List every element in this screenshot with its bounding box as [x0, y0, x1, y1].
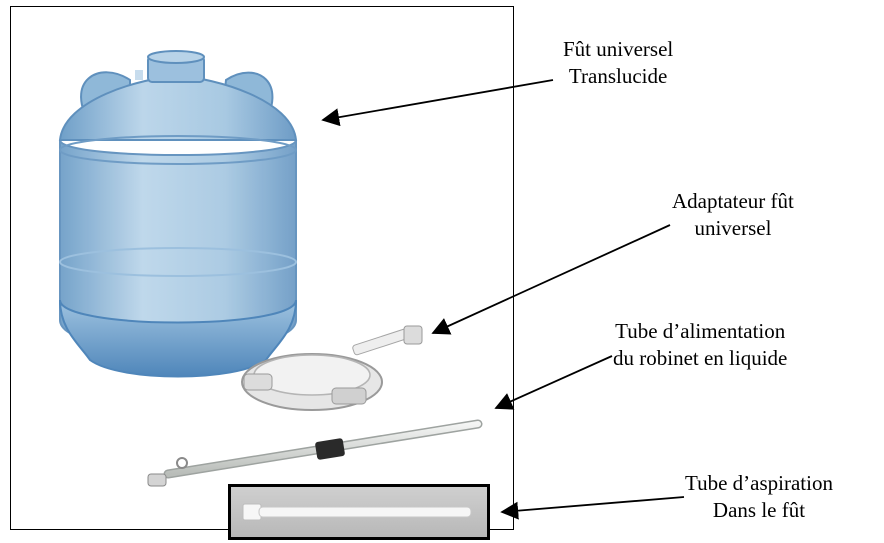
- label-fut-line1: Fût universel: [563, 37, 674, 61]
- label-adaptateur-line1: Adaptateur fût: [672, 189, 794, 213]
- aspiration-tube-inset: [228, 484, 490, 540]
- label-aspiration-line2: Dans le fût: [712, 498, 806, 522]
- arrow-adaptateur: [431, 224, 671, 335]
- feed-tube-illustration: [147, 419, 483, 487]
- label-alimentation-line1: Tube d’alimentation: [615, 319, 786, 343]
- arrow-fut: [321, 79, 554, 127]
- arrow-alimentation: [494, 355, 613, 410]
- adapter-illustration: [241, 325, 423, 411]
- bottle-illustration: [58, 50, 298, 378]
- label-alimentation: Tube d’alimentation du robinet en liquid…: [613, 318, 787, 372]
- label-aspiration-line1: Tube d’aspiration: [685, 471, 833, 495]
- label-alimentation-line2: du robinet en liquide: [613, 346, 788, 370]
- label-aspiration: Tube d’aspiration Dans le fût: [685, 470, 833, 524]
- label-adaptateur-line2: universel: [694, 216, 772, 240]
- aspiration-tube-illustration: [242, 503, 472, 521]
- label-fut-line2: Translucide: [568, 64, 668, 88]
- label-fut-universel: Fût universel Translucide: [563, 36, 673, 90]
- label-adaptateur: Adaptateur fût universel: [672, 188, 794, 242]
- arrow-aspiration: [500, 496, 685, 520]
